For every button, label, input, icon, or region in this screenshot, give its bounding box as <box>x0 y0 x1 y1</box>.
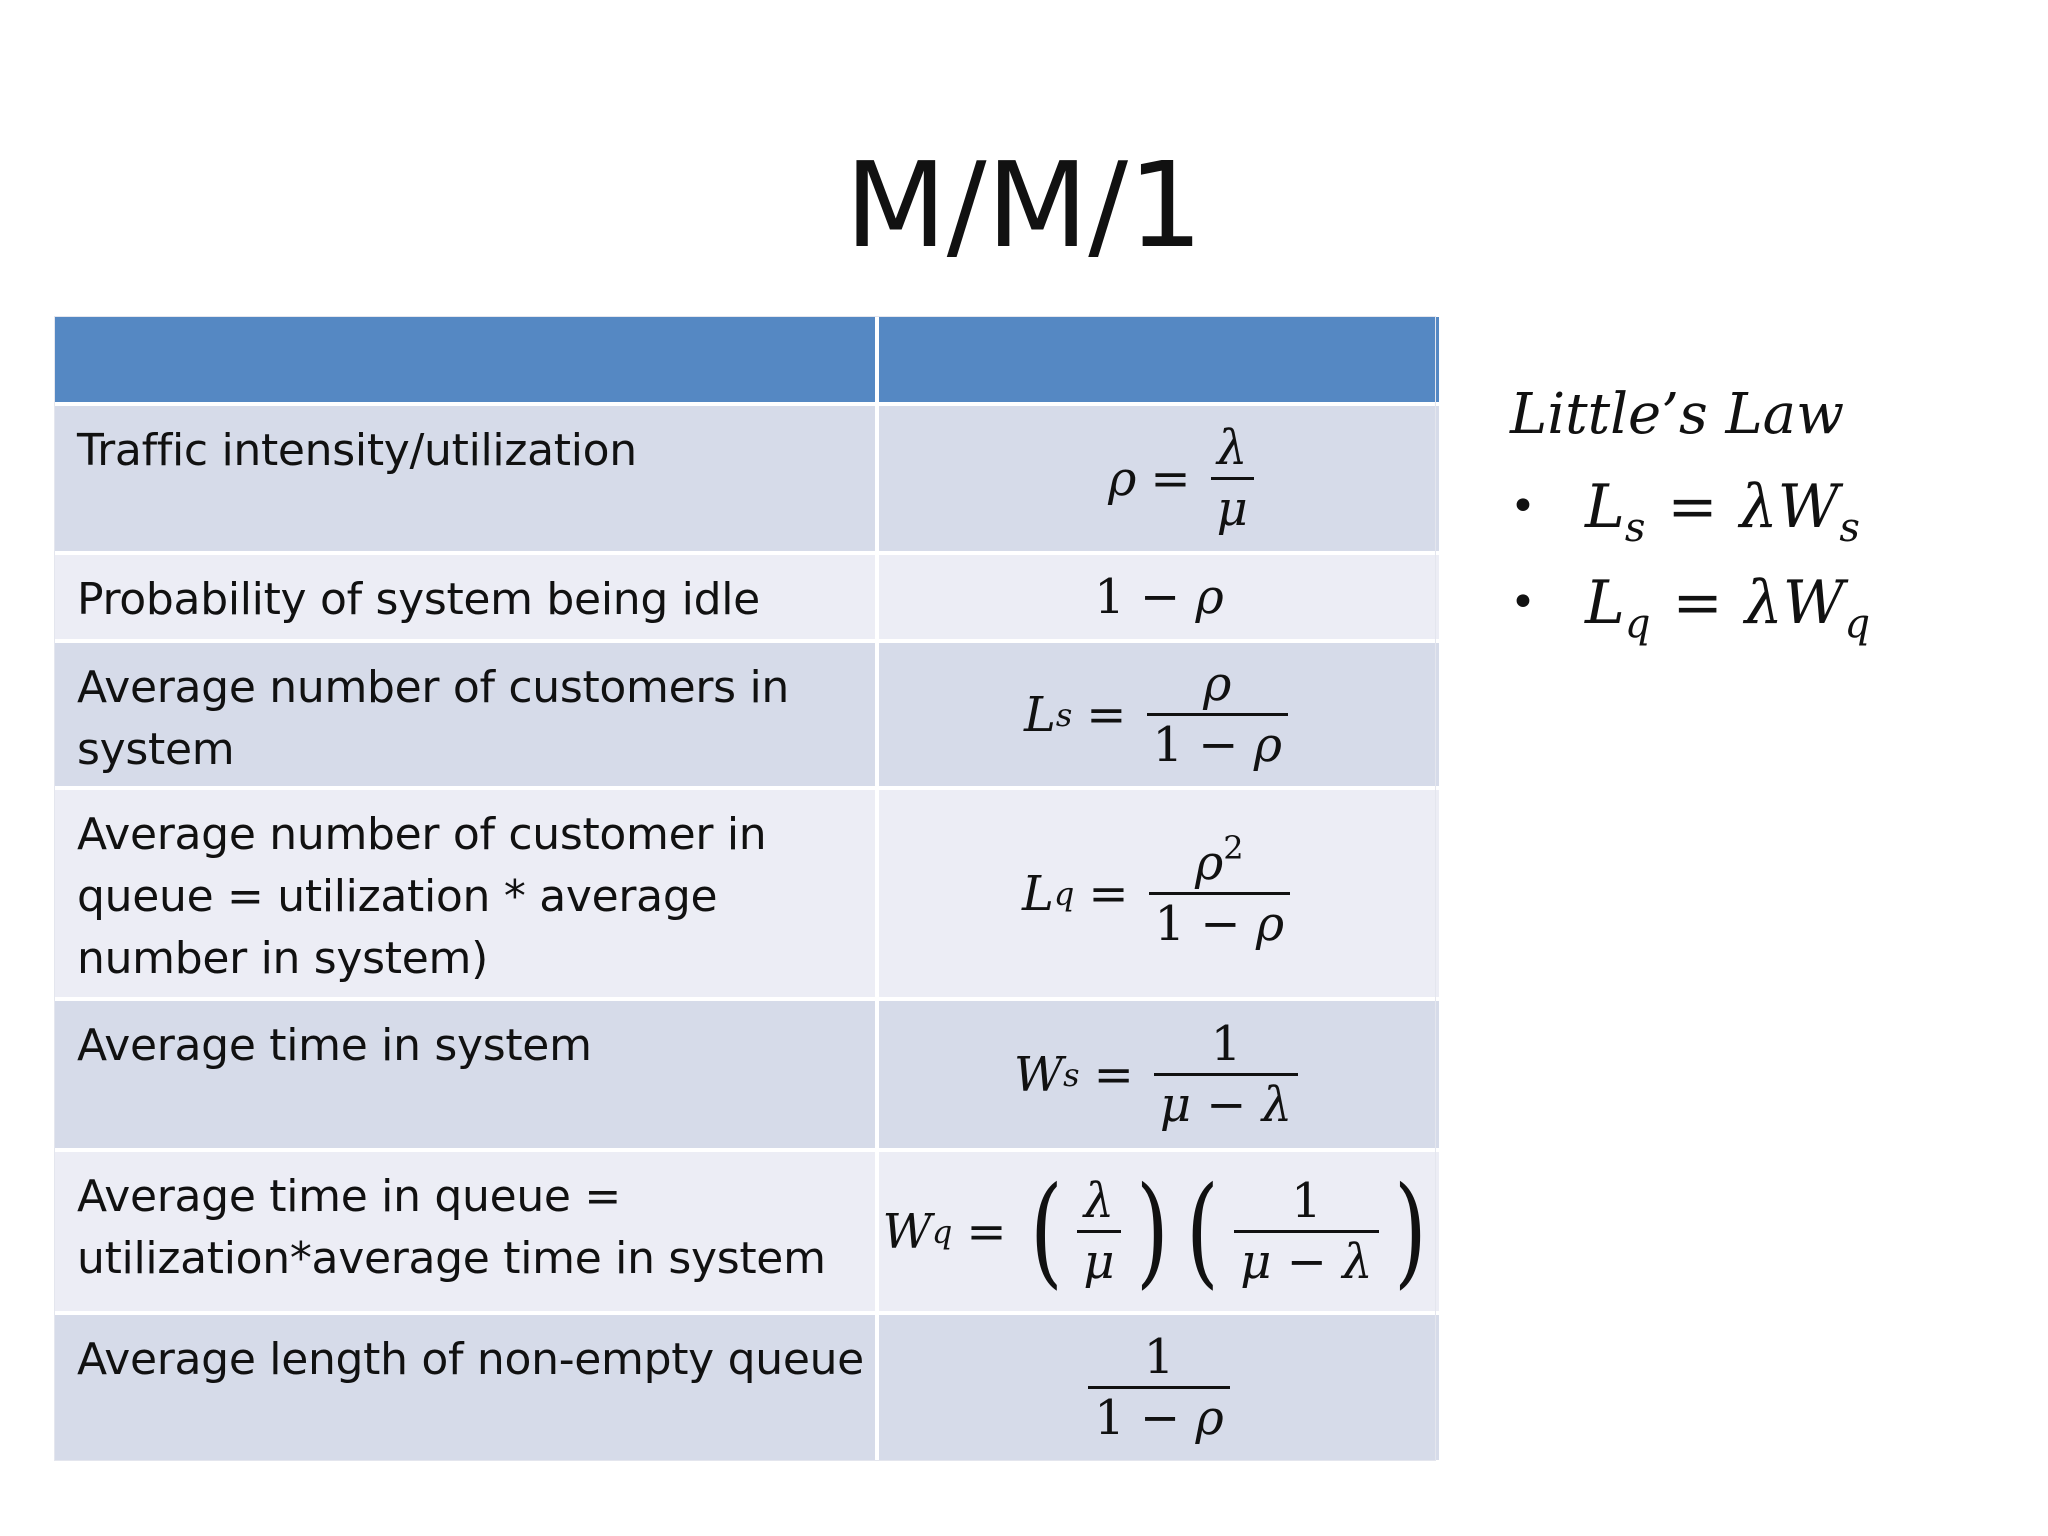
littles-law-item: • Lq=λWq <box>1505 555 2025 651</box>
row-label-nonempty-queue: Average length of non-empty queue <box>55 1315 875 1460</box>
bullet-icon: • <box>1510 577 1536 628</box>
row-label-avg-time-system: Average time in system <box>55 1001 875 1148</box>
bullet-icon: • <box>1510 481 1536 532</box>
littles-law-formula-ls: Ls=λWs <box>1585 472 1860 551</box>
row-label-avg-customers-system: Average number of customers in system <box>55 643 875 786</box>
row-label-avg-time-queue: Average time in queue = utilization*aver… <box>55 1152 875 1311</box>
table-header-formula <box>879 317 1439 402</box>
page-title: M/M/1 <box>844 136 1204 274</box>
littles-law-item: • Ls=λWs <box>1505 459 2025 555</box>
littles-law-panel: Little’s Law • Ls=λWs • Lq=λWq <box>1505 375 2025 651</box>
row-label-traffic-intensity: Traffic intensity/utilization <box>55 406 875 551</box>
row-label-idle-probability: Probability of system being idle <box>55 555 875 639</box>
formula-idle: 1 − ρ <box>879 555 1439 639</box>
littles-law-formula-lq: Lq=λWq <box>1585 568 1871 647</box>
littles-law-title: Little’s Law <box>1510 382 1845 447</box>
table-header-label <box>55 317 875 402</box>
row-label-avg-customers-queue: Average number of customer in queue = ut… <box>55 790 875 997</box>
